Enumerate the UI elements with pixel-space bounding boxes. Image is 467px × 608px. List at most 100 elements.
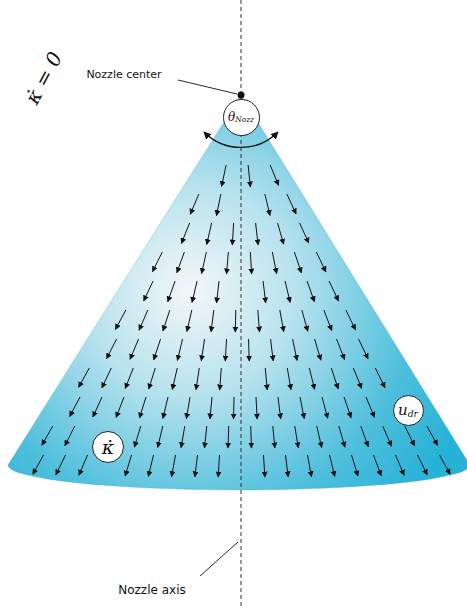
velocity-arrow [330, 455, 335, 476]
symbol-text: u [398, 401, 408, 419]
angle-circle: θNozz [223, 99, 260, 136]
velocity-arrow [331, 368, 338, 389]
velocity-arrow [374, 455, 382, 476]
velocity-arrow [286, 455, 289, 477]
velocity-arrow [154, 339, 161, 360]
velocity-arrow [163, 310, 170, 331]
velocity-arrow [152, 252, 162, 272]
velocity-arrow [440, 455, 451, 474]
velocity-arrow [168, 281, 175, 302]
velocity-arrow [186, 397, 190, 419]
velocity-arrow [227, 426, 229, 448]
velocity-arrow [93, 397, 102, 417]
nozzle-axis-line [241, 0, 242, 608]
velocity-arrow [65, 426, 75, 446]
velocity-arrow [300, 397, 304, 419]
velocity-arrow [418, 455, 428, 475]
velocity-arrow [220, 368, 222, 390]
velocity-arrow [181, 426, 185, 448]
velocity-arrow [177, 252, 184, 273]
velocity-arrow [216, 194, 220, 216]
velocity-arrow [278, 223, 284, 244]
velocity-arrow [248, 339, 250, 361]
velocity-arrow [232, 223, 233, 245]
velocity-arrow [207, 223, 212, 244]
velocity-arrow [235, 310, 237, 332]
velocity-arrow [102, 368, 111, 388]
velocity-arrow [144, 281, 153, 301]
velocity-arrow [149, 368, 156, 389]
velocity-arrow [287, 368, 291, 390]
velocity-arrow [339, 426, 345, 447]
subscript-text: dr [408, 408, 418, 419]
velocity-arrow [375, 368, 385, 388]
velocity-arrow [264, 455, 265, 477]
nozzle-center-dot [238, 92, 245, 99]
velocity-arrow [205, 426, 207, 448]
velocity-arrow [263, 281, 266, 303]
velocity-arrow [190, 194, 199, 214]
velocity-arrow [361, 426, 368, 447]
velocity-arrow [79, 368, 90, 387]
velocity-arrow [172, 368, 177, 389]
velocity-arrow [248, 165, 250, 187]
velocity-arrow [273, 426, 275, 448]
velocity-arrow [295, 426, 299, 448]
velocity-arrow [265, 194, 270, 215]
velocity-arrow [172, 455, 176, 477]
velocity-arrow [148, 455, 153, 476]
velocity-arrow [70, 397, 80, 416]
velocity-arrows [33, 165, 450, 477]
velocity-arrow [317, 426, 322, 447]
velocity-arrow [285, 281, 290, 302]
velocity-arrow [201, 339, 204, 361]
velocity-arrow [130, 339, 139, 359]
velocity-arrow [308, 455, 312, 477]
velocity-arrow [405, 426, 415, 446]
velocity-arrow [366, 397, 374, 417]
velocity-arrow [196, 368, 199, 390]
velocity-arrow [258, 310, 260, 332]
velocity-arrow [396, 455, 405, 475]
velocity-arrow [227, 252, 229, 274]
velocity-arrow [309, 368, 314, 389]
velocity-arrow [211, 310, 214, 332]
velocity-arrow [315, 339, 321, 360]
velocity-arrow [195, 455, 198, 477]
velocity-arrow [202, 252, 207, 273]
velocity-arrow [125, 455, 131, 476]
velocity-arrow [250, 252, 251, 274]
nozzle-center-label: Nozzle center [86, 68, 161, 81]
velocity-arrow [287, 194, 296, 214]
source-circle: κ̇ [92, 431, 124, 463]
velocity-arrow [294, 252, 301, 273]
velocity-arrow [300, 223, 309, 243]
velocity-arrow [272, 252, 276, 274]
velocity-arrow [163, 397, 168, 418]
velocity-arrow [79, 455, 88, 475]
velocity-arrow [337, 339, 345, 359]
leader-line [200, 542, 238, 576]
symbol-text: θ [228, 110, 235, 124]
velocity-arrow [139, 397, 146, 418]
velocity-arrow [427, 426, 438, 445]
velocity-arrow [265, 368, 267, 390]
velocity-arrow [222, 165, 227, 187]
velocity-arrow [217, 281, 220, 303]
velocity-arrow [344, 397, 351, 418]
velocity-arrow [278, 397, 281, 419]
velocity-arrow [270, 165, 278, 185]
velocity-arrow [115, 310, 125, 329]
velocity-arrow [56, 455, 66, 475]
velocity-arrow [280, 310, 284, 332]
subscript-text: Nozz [235, 115, 254, 124]
velocity-arrow [324, 310, 332, 331]
velocity-arrow [233, 397, 235, 419]
velocity-circle: udr [393, 395, 424, 426]
cone-outline [8, 95, 467, 490]
velocity-arrow [316, 252, 326, 272]
nozzle-axis-label: Nozzle axis [118, 583, 186, 597]
velocity-arrow [256, 223, 258, 245]
velocity-arrow [346, 310, 356, 330]
velocity-arrow [218, 455, 219, 477]
